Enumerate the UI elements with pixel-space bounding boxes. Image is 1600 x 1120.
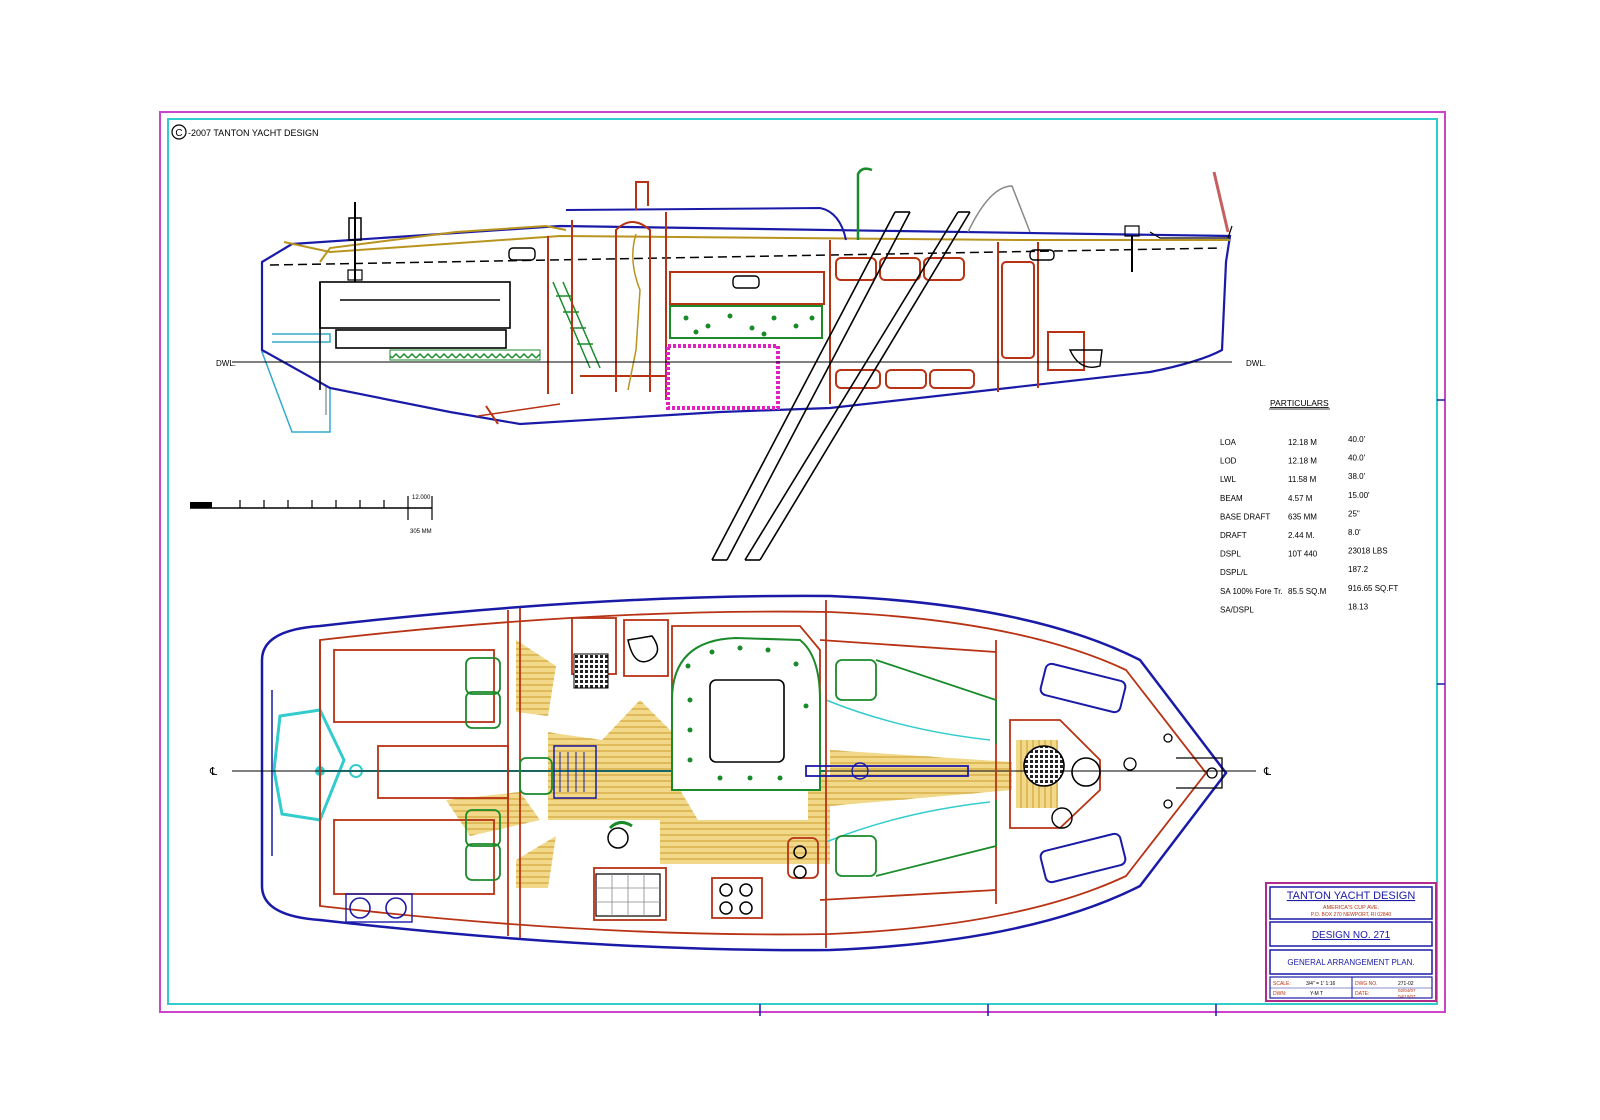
particulars-imperial: 38.0'	[1348, 472, 1366, 481]
title-design-no: DESIGN NO. 271	[1312, 930, 1391, 941]
dwl-label-fwd: DWL.	[1246, 359, 1266, 368]
title-date-value-2: 04/10/07	[1398, 994, 1416, 999]
particulars-table: PARTICULARS LOA 12.18 M 40.0' LOD 12.18 M 40.…	[1220, 398, 1398, 614]
aft-cabin-sole	[446, 792, 540, 836]
particulars-label: DSPL	[1220, 550, 1241, 559]
title-sheet-title: GENERAL ARRANGEMENT PLAN.	[1287, 958, 1414, 967]
centerline-symbol-fwd: ℄	[1263, 766, 1271, 778]
copyright-mark: C -2007 TANTON YACHT DESIGN	[171, 124, 319, 140]
particulars-imperial: 187.2	[1348, 565, 1369, 574]
sheer-dashed-line	[269, 247, 1223, 266]
particulars-metric: 4.57 M	[1288, 494, 1313, 503]
particulars-label: BEAM	[1220, 494, 1243, 503]
stove	[719, 883, 753, 915]
mast	[711, 211, 971, 561]
title-dwn-value: Y-M T	[1310, 991, 1323, 997]
water-tank	[666, 344, 780, 410]
saloon-sole	[548, 700, 830, 864]
inner-sheet-border	[167, 118, 1438, 1005]
particulars-metric: 85.5 SQ.M	[1288, 587, 1327, 596]
anchor-locker-grate	[1023, 745, 1065, 787]
copyright-text: -2007 TANTON YACHT DESIGN	[188, 128, 319, 138]
border-ticks	[759, 399, 1445, 1016]
coaming-stern	[319, 224, 567, 263]
forepeak-v	[1009, 719, 1101, 829]
particulars-imperial: 25"	[1348, 509, 1360, 518]
particulars-imperial: 40.0'	[1348, 454, 1366, 463]
hatch-slide	[805, 765, 969, 777]
title-block: TANTON YACHT DESIGN AMERICA'S CUP AVE. P…	[1265, 882, 1437, 1002]
title-scale-value: 3/4" = 1' 1:16	[1306, 981, 1335, 987]
particulars-heading: PARTICULARS	[1270, 398, 1329, 408]
particulars-imperial: 23018 LBS	[1348, 547, 1388, 556]
title-firm-name: TANTON YACHT DESIGN	[1287, 890, 1416, 902]
particulars-metric: 635 MM	[1288, 512, 1317, 521]
title-scale-label: SCALE:	[1273, 981, 1291, 987]
engine-bed	[389, 349, 541, 361]
cabin-trunk	[565, 206, 847, 241]
particulars-label: SA 100% Fore Tr.	[1220, 587, 1283, 596]
title-date-value-1: 02/04/07	[1398, 988, 1416, 993]
particulars-metric: 12.18 M	[1288, 438, 1317, 447]
saloon-settee-back	[669, 305, 823, 339]
title-address-2: P.O. BOX 270 NEWPORT, RI 02840	[1311, 912, 1392, 918]
profile-view: DWL. DWL.	[216, 167, 1266, 561]
copyright-symbol: C	[175, 128, 182, 139]
centerline-symbol-aft: ℄	[209, 766, 217, 778]
dwl-label-aft: DWL.	[216, 359, 236, 368]
particulars-imperial: 916.65 SQ.FT	[1348, 584, 1398, 593]
companionway-steps	[553, 745, 597, 799]
particulars-imperial: 18.13	[1348, 602, 1369, 611]
particulars-metric: 11.58 M	[1288, 475, 1317, 484]
deck-sheer	[283, 234, 1230, 254]
particulars-label: LOA	[1220, 438, 1237, 447]
scale-bar-top-label: 12.000	[412, 495, 431, 501]
scale-bar-bottom-label: 305 MM	[410, 529, 432, 535]
particulars-metric: 10T 440	[1288, 550, 1318, 559]
particulars-metric: 2.44 M.	[1288, 531, 1315, 540]
title-dwg-no-value: 271-02	[1398, 981, 1414, 987]
particulars-metric: 12.18 M	[1288, 457, 1317, 466]
particulars-imperial: 40.0'	[1348, 435, 1366, 444]
particulars-label: LWL	[1220, 475, 1236, 484]
particulars-label: BASE DRAFT	[1220, 512, 1270, 521]
title-dwn-label: DWN:	[1273, 991, 1286, 997]
galley-grate	[573, 653, 609, 689]
scale-bar: 12.000 305 MM	[190, 495, 433, 535]
particulars-label: LOD	[1220, 457, 1237, 466]
particulars-label: DSPL/L	[1220, 568, 1248, 577]
particulars-label: DRAFT	[1220, 531, 1247, 540]
outer-sheet-border	[159, 111, 1446, 1013]
particulars-imperial: 8.0'	[1348, 528, 1361, 537]
title-dwg-no-label: DWG NO.	[1355, 981, 1378, 987]
particulars-imperial: 15.00'	[1348, 491, 1370, 500]
title-address-1: AMERICA'S CUP AVE.	[1323, 905, 1380, 911]
forward-sole	[830, 750, 1012, 806]
title-date-label: DATE:	[1355, 991, 1369, 997]
dinette-table	[709, 679, 785, 763]
plan-view: ℄ ℄	[209, 594, 1271, 952]
particulars-label: SA/DSPL	[1220, 605, 1254, 614]
